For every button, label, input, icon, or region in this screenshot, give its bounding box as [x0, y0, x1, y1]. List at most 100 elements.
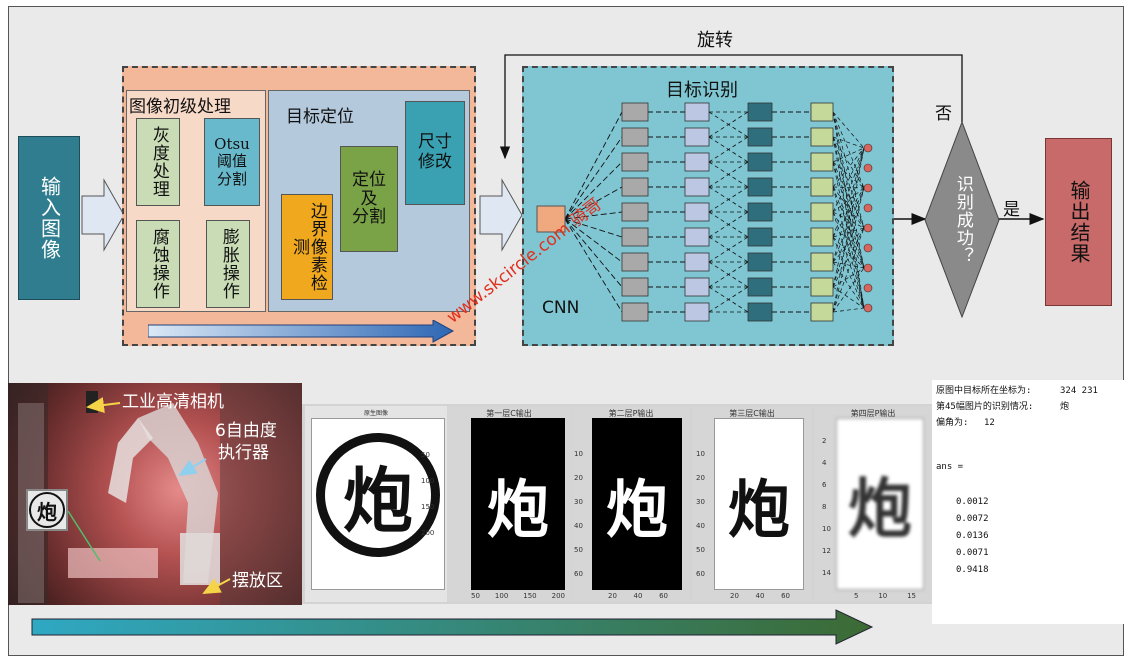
- robot-photo: 炮: [8, 383, 302, 605]
- cnn-node: [810, 252, 834, 272]
- console-line-coords: 原图中目标所在坐标为:: [936, 386, 1032, 396]
- locate-split-label: 定位 及 分割: [352, 169, 386, 228]
- cnn-node: [747, 227, 773, 247]
- recognition-title: 目标识别: [666, 80, 738, 101]
- cnn-node: [684, 102, 710, 122]
- console-line-recog: 第45幅图片的识别情况:: [936, 402, 1034, 412]
- input-image-box: 输入图像: [18, 136, 80, 300]
- cnn-node: [621, 252, 649, 272]
- size-modify-label: 尺寸 修改: [418, 132, 452, 172]
- chess-piece-thumbnail: 炮: [26, 489, 68, 531]
- otsu-label: Otsu 阈值 分割: [214, 135, 250, 188]
- place-area-label: 摆放区: [232, 571, 283, 591]
- cnn-node: [684, 277, 710, 297]
- bottom-progress-arrow: [31, 609, 874, 645]
- actuator-label-line2: 执行器: [218, 443, 269, 463]
- cnn-node: [621, 227, 649, 247]
- cnn-output-node: [863, 203, 873, 213]
- c3-glyph: 炮: [727, 473, 790, 546]
- dilate-label: 膨胀操作: [218, 228, 239, 300]
- console-output: 原图中目标所在坐标为: 324 231 第45幅图片的识别情况: 炮 偏角为: …: [932, 380, 1126, 624]
- panel-original-title: 原生图像: [363, 410, 388, 417]
- p4-glyph: 炮: [848, 472, 912, 547]
- actuator-label-line1: 6自由度: [215, 421, 277, 441]
- cnn-node: [747, 277, 773, 297]
- output-result-label: 输出结果: [1067, 180, 1091, 264]
- panel-p2-title: 第二层P输出: [608, 409, 654, 418]
- dilate-box: 膨胀操作: [206, 220, 250, 308]
- cnn-node: [747, 202, 773, 222]
- console-coords-value: 324 231: [1060, 386, 1098, 396]
- cnn-node: [684, 252, 710, 272]
- erode-box: 腐蚀操作: [136, 220, 180, 308]
- boundary-detect-box: 边界像素检测: [281, 194, 333, 300]
- rotate-loop: [499, 54, 963, 160]
- cnn-label: CNN: [542, 298, 580, 318]
- decision-diamond: [924, 122, 1000, 318]
- panel-c3-title: 第三层C输出: [729, 409, 775, 418]
- camera-label: 工业高清相机: [122, 392, 224, 412]
- console-angle-value: 12: [984, 418, 995, 428]
- cnn-node: [810, 202, 834, 222]
- rotate-label: 旋转: [697, 30, 733, 51]
- yes-label: 是: [1003, 200, 1020, 220]
- original-seal: 炮: [316, 433, 440, 557]
- chess-piece-glyph: 炮: [29, 492, 65, 528]
- cnn-node: [621, 202, 649, 222]
- console-line-angle: 偏角为:: [936, 418, 969, 428]
- c1-glyph: 炮: [486, 473, 549, 546]
- cnn-node: [747, 252, 773, 272]
- cnn-node: [621, 277, 649, 297]
- cnn-output-node: [863, 303, 873, 313]
- no-label: 否: [935, 104, 952, 124]
- erode-label: 腐蚀操作: [148, 228, 169, 300]
- gray-processing-label: 灰度处理: [148, 126, 169, 198]
- cnn-node: [621, 302, 649, 322]
- gray-processing-box: 灰度处理: [136, 118, 180, 206]
- cnn-node: [684, 177, 710, 197]
- cnn-node: [684, 202, 710, 222]
- otsu-box: Otsu 阈值 分割: [204, 118, 260, 206]
- cnn-node: [810, 227, 834, 247]
- cnn-node: [747, 302, 773, 322]
- cnn-node: [621, 127, 649, 147]
- console-recog-value: 炮: [1060, 402, 1070, 412]
- cnn-node: [747, 152, 773, 172]
- cnn-node: [684, 227, 710, 247]
- cnn-node: [810, 102, 834, 122]
- preprocess-progress-arrow: [148, 320, 455, 343]
- cnn-node: [810, 302, 834, 322]
- locate-split-box: 定位 及 分割: [340, 146, 398, 252]
- cnn-node: [810, 177, 834, 197]
- cnn-node: [684, 302, 710, 322]
- cnn-node: [810, 152, 834, 172]
- cnn-node: [810, 127, 834, 147]
- size-modify-box: 尺寸 修改: [405, 101, 465, 205]
- cnn-node: [684, 152, 710, 172]
- cnn-output-node: [863, 183, 873, 193]
- cnn-node: [621, 102, 649, 122]
- cnn-node: [810, 277, 834, 297]
- console-ans: ans =: [936, 462, 964, 472]
- hollow-arrow-1: [81, 178, 125, 252]
- cnn-output-node: [863, 223, 873, 233]
- locate-title: 目标定位: [286, 107, 354, 127]
- cnn-output-node: [863, 143, 873, 153]
- input-image-label: 输入图像: [37, 176, 62, 260]
- output-result-box: 输出结果: [1045, 138, 1112, 306]
- photo-callout-arrows: [67, 397, 231, 594]
